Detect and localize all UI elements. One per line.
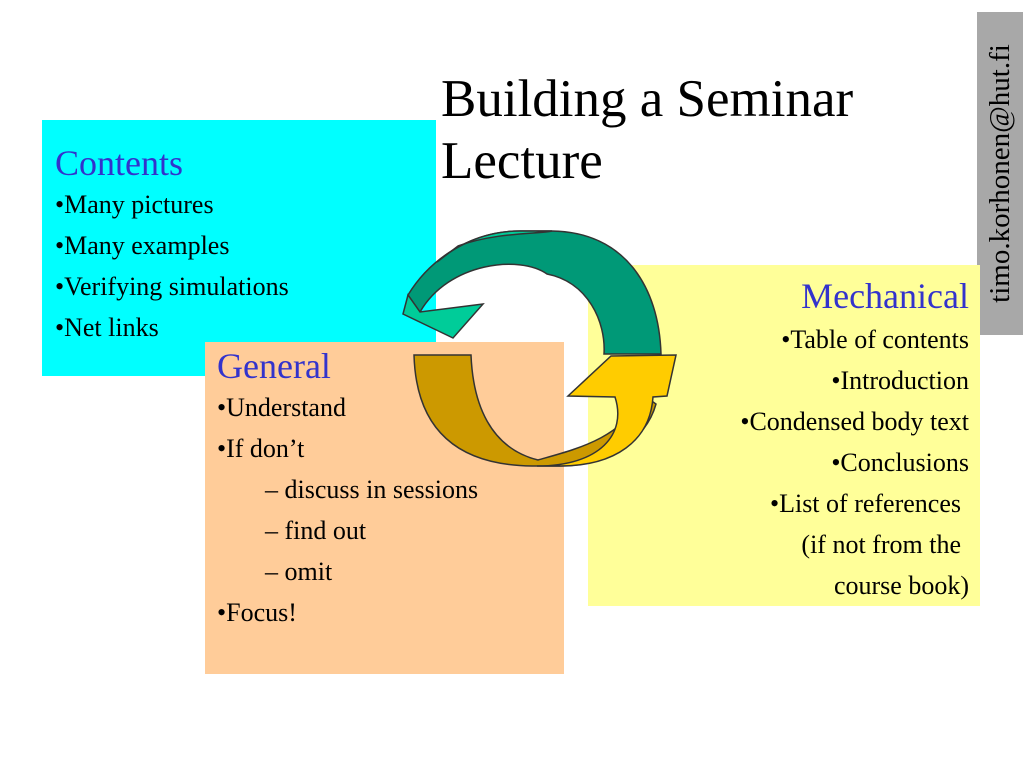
list-item: (if not from the [801, 530, 961, 559]
list-subitem: – discuss in sessions [265, 475, 479, 504]
list-item: •Condensed body text [740, 407, 969, 436]
list-subitem: – omit [265, 557, 333, 586]
list-item: •Many examples [55, 231, 230, 260]
list-item: •If don’t [217, 434, 305, 463]
contents-list: •Many pictures •Many examples •Verifying… [55, 184, 436, 348]
list-item: •Introduction [831, 366, 969, 395]
cycle-arrow-top-icon [407, 230, 662, 355]
list-item: •Net links [55, 313, 159, 342]
author-sidebar: timo.korhonen@hut.fi [977, 12, 1023, 335]
list-item: •Focus! [217, 598, 297, 627]
list-item: •Table of contents [781, 325, 969, 354]
contents-box: Contents •Many pictures •Many examples •… [42, 120, 436, 376]
cycle-arrow-top-head-icon [402, 230, 553, 339]
list-item: •Verifying simulations [55, 272, 289, 301]
list-item: course book) [833, 571, 969, 600]
general-list: •Understand •If don’t – discuss in sessi… [217, 387, 564, 633]
list-item: •Understand [217, 393, 346, 422]
cycle-arrow-bottom-head-icon [536, 354, 677, 467]
contents-heading: Contents [55, 143, 184, 183]
list-subitem: – find out [265, 516, 367, 545]
slide-title: Building a Seminar Lecture [441, 70, 854, 190]
list-item: •Conclusions [831, 448, 969, 477]
general-heading: General [217, 346, 331, 386]
list-item: •List of references [769, 489, 961, 518]
list-item: •Many pictures [55, 190, 214, 219]
mechanical-list: •Table of contents •Introduction •Conden… [588, 319, 969, 606]
cycle-arrow-bottom-icon [413, 354, 657, 467]
mechanical-heading: Mechanical [801, 276, 969, 316]
general-box: General •Understand •If don’t – discuss … [205, 342, 564, 674]
